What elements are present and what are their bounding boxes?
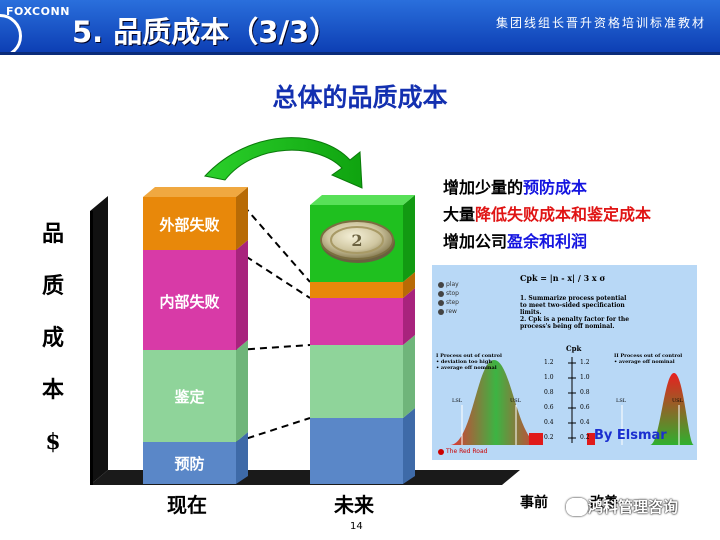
coin-icon: 2 [320,220,395,263]
elsmar-byline: By Elsmar [594,428,667,443]
column-future: 2 [310,195,415,484]
y-axis-line [90,211,93,485]
control-play[interactable]: play [438,281,459,288]
bullet-2: 大量降低失败成本和鉴定成本 [443,205,652,224]
curved-arrow-icon [204,137,363,189]
cpk-left-caption: I Process out of control • deviation too… [436,353,502,371]
future-internal-failure-bar [310,298,403,345]
header-divider [0,52,720,55]
cpk-right-caption: II Process out of control • average off … [614,353,683,365]
lsl-label-left: LSL [452,398,463,404]
bullet-1: 增加少量的预防成本 [443,178,588,197]
red-road-link[interactable]: The Red Road [438,448,487,455]
wechat-icon [566,498,588,516]
bottom-right-text: 事前改善 [520,495,618,511]
slide-header: FOXCONN 5. 品质成本（3/3） 集团线组长晋升资格培训标准教材 [0,0,720,58]
usl-label-left: USL [510,398,521,404]
segment-label-external-failure: 外部失败 [158,216,219,234]
cpk-formula: Cpk = |n - x| / 3 x σ [520,273,606,283]
cpk-notes: 1. Summarize process potential to meet t… [520,295,630,330]
x-category-future: 未来 [334,493,374,517]
column-now: 预防 鉴定 内部失败 外部失败 [143,187,248,484]
svg-text:2: 2 [351,231,362,250]
slide-title: 5. 品质成本（3/3） [72,15,339,49]
dashed-connectors [235,196,311,443]
segment-label-internal-failure: 内部失败 [159,293,219,311]
cpk-scale-left: 1.2 1.0 0.8 0.6 0.4 0.2 [544,359,554,441]
y-axis-label: 品 质 成 本 $ [41,221,64,455]
control-step[interactable]: step [438,299,459,306]
cpk-axis-title: Cpk [566,344,582,353]
header-subtitle: 集团线组长晋升资格培训标准教材 [495,16,706,30]
cpk-graphic [450,357,694,445]
lsl-label-right: LSL [616,398,627,404]
control-rew[interactable]: rew [438,308,457,315]
future-external-failure-bar [310,282,403,298]
page-number: 14 [350,521,363,532]
bullet-3: 增加公司盈余和利润 [443,232,588,251]
x-category-now: 现在 [167,493,207,517]
cpk-scale-right: 1.2 1.0 0.8 0.6 0.4 0.2 [580,359,590,441]
main-title: 总体的品质成本 [272,83,448,112]
usl-label-right: USL [672,398,683,404]
y-axis-wall [90,196,108,485]
company-logo: FOXCONN [6,5,70,18]
watermark: 鸿科管理咨询 [588,498,679,516]
cpk-illustration: Cpk = |n - x| / 3 x σ play stop step rew… [432,265,697,460]
segment-label-appraisal: 鉴定 [173,388,204,406]
control-stop[interactable]: stop [438,290,459,297]
future-prevention-bar [310,418,403,484]
segment-label-prevention: 预防 [174,455,204,473]
future-appraisal-bar [310,345,403,418]
